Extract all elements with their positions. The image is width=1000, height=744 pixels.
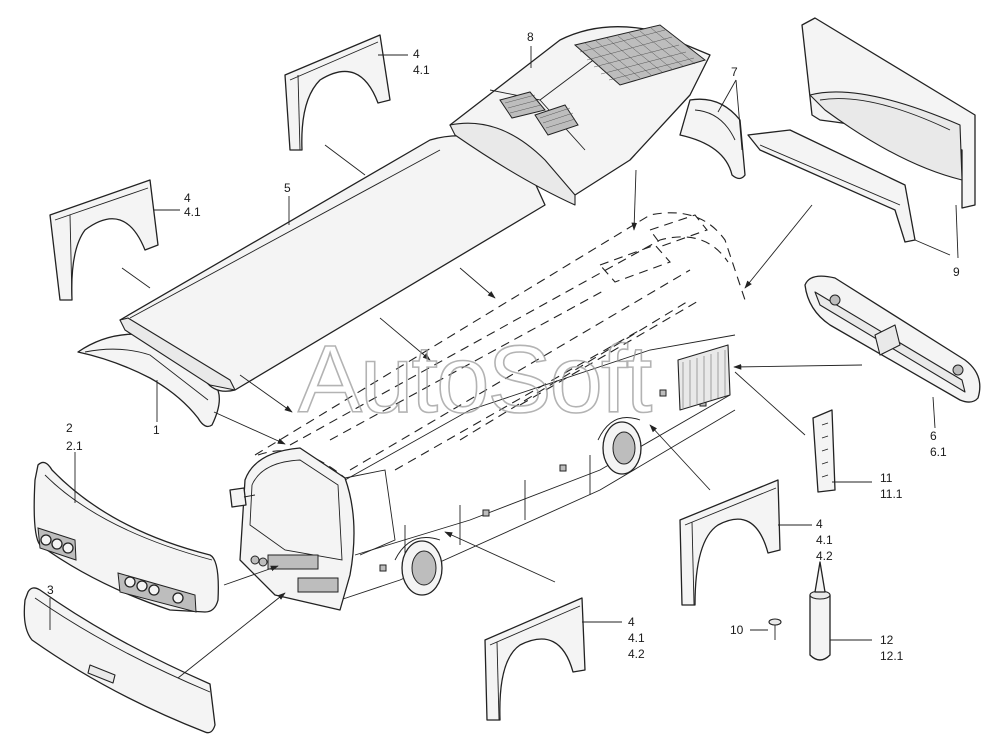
callout-2: 2 [66,421,73,435]
part-10-screw [768,618,782,640]
part-7-rear-roof-cap [679,98,746,180]
part-4-arch-right [679,479,781,606]
part-9-rear-panels [747,17,976,243]
part-8-ac-unit [449,24,711,206]
callout-8: 8 [527,30,534,44]
callout-9: 9 [953,265,960,279]
callout-3: 3 [47,583,54,597]
callout-11: 11 [880,471,893,485]
callout-12-1: 12.1 [880,649,904,663]
part-11-strip [812,409,836,493]
callout-labels: 1 2 2.1 3 4 4.1 4 4.1 4 4.1 4.2 4 4.1 4.… [47,30,960,663]
part-4-arch-top-left [49,179,159,301]
callout-4b: 4 [413,47,420,61]
part-4-arch-top-center [284,34,391,151]
callout-4c-1: 4.1 [816,533,833,547]
callout-5: 5 [284,181,291,195]
callout-4c-2: 4.2 [816,549,833,563]
callout-4a-1: 4.1 [184,205,201,219]
part-2-front-bumper-upper [33,461,219,613]
callout-7: 7 [731,65,738,79]
callout-6-1: 6.1 [930,445,947,459]
watermark-text: AutoSoft [298,326,652,433]
callout-6: 6 [930,429,937,443]
callout-11-1: 11.1 [880,487,903,501]
callout-10: 10 [730,623,744,637]
part-3-front-bumper-lower [23,587,216,734]
callout-4d-1: 4.1 [628,631,645,645]
part-6-rear-bumper [804,275,981,403]
callout-4a: 4 [184,191,191,205]
leader-lines [49,46,959,679]
callout-12: 12 [880,633,894,647]
callout-4d: 4 [628,615,635,629]
part-12-sealant-tube [809,561,831,661]
callout-1: 1 [153,423,160,437]
callout-4d-2: 4.2 [628,647,645,661]
part-4-arch-bottom [484,597,586,721]
callout-2-1: 2.1 [66,439,83,453]
callout-4b-1: 4.1 [413,63,430,77]
callout-4c: 4 [816,517,823,531]
